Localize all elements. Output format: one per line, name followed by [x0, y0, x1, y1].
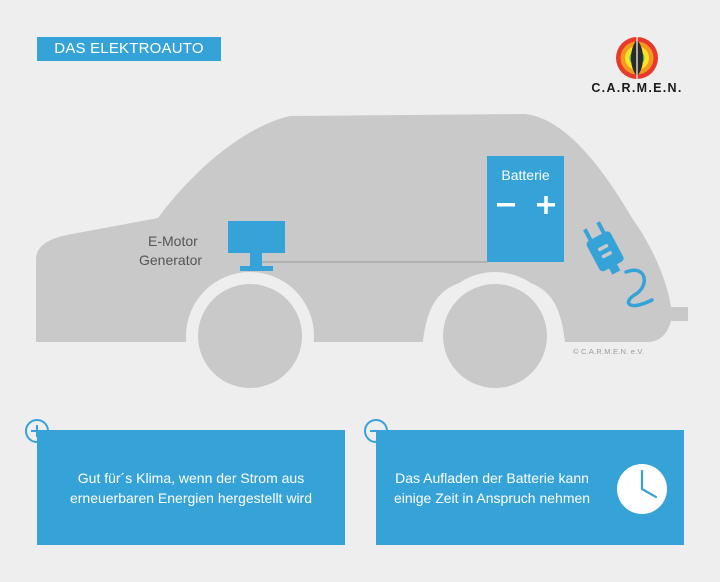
logo-name: C.A.R.M.E.N. [591, 81, 683, 95]
pro-text: Gut für´s Klima, wenn der Strom aus erne… [37, 468, 345, 508]
e-motor-block [228, 221, 285, 253]
rear-wheel [198, 284, 302, 388]
e-motor-label-line1: E-Motor [148, 233, 198, 249]
generator-label: Generator [139, 251, 202, 270]
e-motor-shaft [250, 253, 262, 270]
battery-label: Batterie [501, 167, 550, 183]
page-title: DAS ELEKTROAUTO [37, 37, 221, 61]
e-motor-base [240, 266, 273, 271]
copyright-notice: © C.A.R.M.E.N. e.V. [573, 347, 645, 356]
con-box: Das Aufladen der Batterie kann einige Ze… [376, 430, 684, 545]
pro-box: Gut für´s Klima, wenn der Strom aus erne… [37, 430, 345, 545]
con-text: Das Aufladen der Batterie kann einige Ze… [376, 468, 608, 508]
pro-text-line2: erneuerbaren Energien hergestellt wird [69, 490, 313, 506]
front-wheel [443, 284, 547, 388]
charging-cable [624, 268, 654, 308]
battery-plus-icon-v [544, 196, 548, 214]
e-motor-label-line2: Generator [139, 252, 203, 268]
e-motor-label: E-Motor [148, 232, 198, 251]
con-text-line1: Das Aufladen der Batterie kann [395, 470, 589, 486]
pro-text-line1: Gut für´s Klima, wenn der Strom aus [77, 470, 305, 486]
clock-icon [617, 464, 667, 514]
charging-plug-icon [583, 221, 624, 275]
con-text-line2: einige Zeit in Anspruch nehmen [393, 490, 591, 506]
carmen-logo-icon [616, 37, 658, 79]
battery-minus-icon [497, 203, 515, 207]
battery-block [487, 156, 564, 262]
car-body [36, 114, 688, 342]
